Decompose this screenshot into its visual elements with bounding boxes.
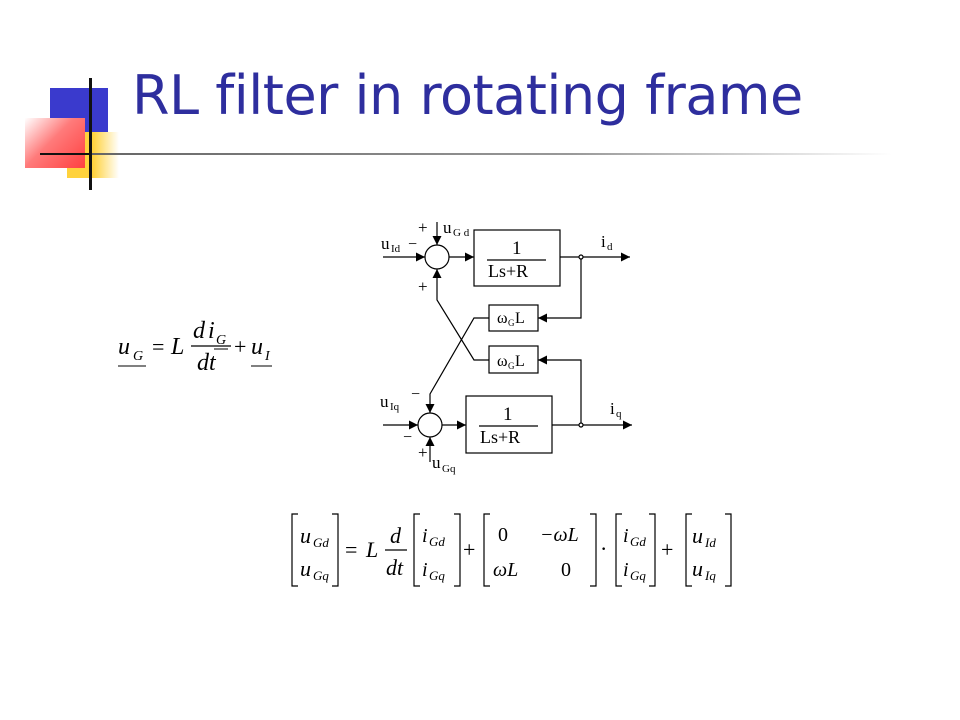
block-diagram xyxy=(383,222,632,462)
mat-w1: u xyxy=(692,523,703,548)
corner-horizontal-line xyxy=(40,153,125,155)
sign-bottom-plus: + xyxy=(418,443,428,462)
title-underline xyxy=(92,153,892,155)
label-u-gq-sub: Gq xyxy=(442,463,456,475)
equation-left: u G = L d i G dt + u I xyxy=(118,318,272,376)
tf-top-denominator: Ls+R xyxy=(488,261,528,281)
mat-L: L xyxy=(365,537,378,562)
mat-v1: u xyxy=(300,523,311,548)
label-u-iq-sub: Iq xyxy=(390,401,400,413)
tf-top-numerator: 1 xyxy=(512,238,522,259)
mat-m11: 0 xyxy=(498,524,508,546)
coupling-top-L: L xyxy=(515,310,525,327)
mat-j1: i xyxy=(623,525,629,547)
bracket-3-right xyxy=(590,513,597,587)
coupling-bottom-omega: ω xyxy=(497,353,508,370)
eq-num-d: d xyxy=(193,318,206,344)
mat-m12: −ωL xyxy=(540,524,579,546)
mat-v2-sub: Gq xyxy=(313,568,329,583)
label-u-id: u xyxy=(381,234,390,253)
pickoff-bottom xyxy=(578,422,584,428)
coupling-bottom-sub: G xyxy=(508,361,515,371)
label-i-d-sub: d xyxy=(607,241,613,253)
mat-d: d xyxy=(390,523,402,548)
eq-num-i: i xyxy=(208,318,215,344)
sign-top-minus: − xyxy=(408,236,417,253)
slide-title: RL filter in rotating frame xyxy=(132,64,803,127)
corner-square-red xyxy=(25,118,85,168)
label-u-gq: u xyxy=(432,453,441,472)
bracket-2-left xyxy=(413,513,420,587)
sign-bottom-minus-left: − xyxy=(403,429,412,446)
coupling-bottom-L: L xyxy=(515,353,525,370)
mat-v1-sub: Gd xyxy=(313,535,329,550)
diagram-labels: u Id − + + u G d 1 Ls+R i d ω G L ω G L … xyxy=(380,218,622,475)
coupling-top-omega: ω xyxy=(497,310,508,327)
mat-j2: i xyxy=(623,559,629,581)
mat-w2: u xyxy=(692,556,703,581)
bracket-4-left xyxy=(615,513,622,587)
equation-matrix: u Gd u Gq = L d dt i Gd i Gq + 0 −ωL ωL … xyxy=(291,513,732,587)
mat-m21: ωL xyxy=(493,559,518,581)
label-u-id-sub: Id xyxy=(391,243,401,255)
bracket-2-right xyxy=(454,513,461,587)
bracket-4-right xyxy=(649,513,656,587)
mat-i1: i xyxy=(422,525,428,547)
mat-dot: · xyxy=(600,536,607,561)
mat-i1-sub: Gd xyxy=(429,534,445,549)
eq-num-sub: G xyxy=(216,333,226,348)
mat-dt: dt xyxy=(386,555,404,580)
eq-lhs-u: u xyxy=(118,334,130,360)
mat-plus-2: + xyxy=(661,537,673,562)
eq-lhs-sub: G xyxy=(133,349,143,364)
bracket-5-left xyxy=(685,513,692,587)
eq-plus: + xyxy=(234,334,246,359)
label-i-d: i xyxy=(601,232,606,251)
tf-bottom-numerator: 1 xyxy=(503,404,513,425)
mat-equals: = xyxy=(345,537,357,562)
mat-j1-sub: Gd xyxy=(630,534,646,549)
eq-equals: = xyxy=(152,334,164,359)
label-u-gd-sub: G d xyxy=(453,227,470,239)
sign-top-plus-lower: + xyxy=(418,277,428,296)
eq-rhs-u: u xyxy=(251,334,263,360)
label-i-q-sub: q xyxy=(616,408,622,420)
bracket-3-left xyxy=(483,513,490,587)
transfer-function-box-top xyxy=(473,229,561,287)
mat-v2: u xyxy=(300,556,311,581)
mat-m22: 0 xyxy=(561,559,571,581)
corner-vertical-line xyxy=(89,78,92,190)
tf-bottom-denominator: Ls+R xyxy=(480,427,520,447)
cross-line-to-bottom xyxy=(425,317,489,413)
label-u-iq: u xyxy=(380,392,389,411)
feedback-line-top xyxy=(538,259,582,323)
eq-L: L xyxy=(170,334,184,360)
summing-junction-bottom xyxy=(417,412,443,438)
sign-top-plus-upper: + xyxy=(418,218,428,237)
feedback-line-bottom xyxy=(538,355,582,423)
label-u-gd: u xyxy=(443,218,452,237)
bracket-1-left xyxy=(291,513,298,587)
bracket-1-right xyxy=(332,513,339,587)
summing-junction-top xyxy=(424,244,450,270)
label-i-q: i xyxy=(610,399,615,418)
cross-line-to-top xyxy=(432,269,489,361)
eq-den: dt xyxy=(197,350,217,376)
sign-bottom-minus-upper: − xyxy=(411,386,420,403)
mat-w2-sub: Iq xyxy=(704,568,716,583)
mat-plus-1: + xyxy=(463,537,475,562)
eq-rhs-sub: I xyxy=(264,349,271,364)
mat-w1-sub: Id xyxy=(704,535,716,550)
pickoff-top xyxy=(578,254,584,260)
bracket-5-right xyxy=(725,513,732,587)
mat-j2-sub: Gq xyxy=(630,568,646,583)
mat-i2-sub: Gq xyxy=(429,568,445,583)
coupling-top-sub: G xyxy=(508,318,515,328)
mat-i2: i xyxy=(422,559,428,581)
